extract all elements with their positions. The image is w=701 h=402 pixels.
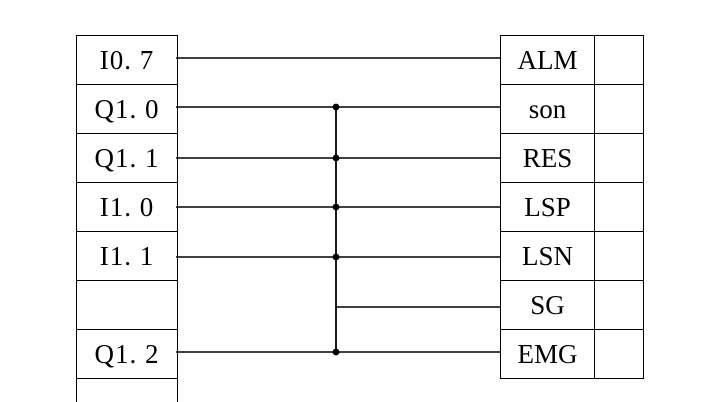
signal-note-cell[interactable] xyxy=(594,35,644,85)
junction-dot-emg xyxy=(332,348,340,356)
table-row: SG xyxy=(500,280,644,330)
junction-dot-res xyxy=(332,154,340,162)
signal-note-cell[interactable] xyxy=(594,182,644,232)
signal-note-cell[interactable] xyxy=(594,280,644,330)
table-row: LSN xyxy=(500,231,644,281)
table-row xyxy=(76,378,178,402)
table-row: I0. 7 xyxy=(76,35,178,85)
left-terminal-cell[interactable]: I1. 0 xyxy=(76,182,178,232)
table-row: Q1. 2 xyxy=(76,329,178,379)
left-terminal-cell[interactable]: I1. 1 xyxy=(76,231,178,281)
table-row: son xyxy=(500,84,644,134)
table-row: RES xyxy=(500,133,644,183)
signal-note-cell[interactable] xyxy=(594,231,644,281)
signal-note-cell[interactable] xyxy=(594,133,644,183)
signal-name-cell[interactable]: EMG xyxy=(500,329,595,379)
signal-note-cell[interactable] xyxy=(594,329,644,379)
signal-name-cell[interactable]: ALM xyxy=(500,35,595,85)
plc-io-terminal-table: I0. 7 Q1. 0 Q1. 1 I1. 0 I1. 1 Q1. 2 xyxy=(76,35,178,402)
junction-dot-lsp xyxy=(332,203,340,211)
table-row: EMG xyxy=(500,329,644,379)
signal-name-cell[interactable]: LSN xyxy=(500,231,595,281)
left-terminal-cell[interactable] xyxy=(76,280,178,330)
signal-note-cell[interactable] xyxy=(594,84,644,134)
table-row: Q1. 1 xyxy=(76,133,178,183)
junction-dot-son xyxy=(332,103,340,111)
left-terminal-cell[interactable]: Q1. 1 xyxy=(76,133,178,183)
signal-name-cell[interactable]: LSP xyxy=(500,182,595,232)
left-terminal-cell[interactable]: I0. 7 xyxy=(76,35,178,85)
left-terminal-cell[interactable]: Q1. 0 xyxy=(76,84,178,134)
servo-signal-terminal-table: ALM son RES LSP LSN SG xyxy=(500,35,644,379)
table-row xyxy=(76,280,178,330)
signal-name-cell[interactable]: RES xyxy=(500,133,595,183)
table-row: I1. 1 xyxy=(76,231,178,281)
junction-dot-lsn xyxy=(332,253,340,261)
signal-name-cell[interactable]: SG xyxy=(500,280,595,330)
left-terminal-cell[interactable]: Q1. 2 xyxy=(76,329,178,379)
left-terminal-cell[interactable] xyxy=(76,378,178,402)
signal-name-cell[interactable]: son xyxy=(500,84,595,134)
table-row: LSP xyxy=(500,182,644,232)
table-row: Q1. 0 xyxy=(76,84,178,134)
table-row: I1. 0 xyxy=(76,182,178,232)
table-row: ALM xyxy=(500,35,644,85)
